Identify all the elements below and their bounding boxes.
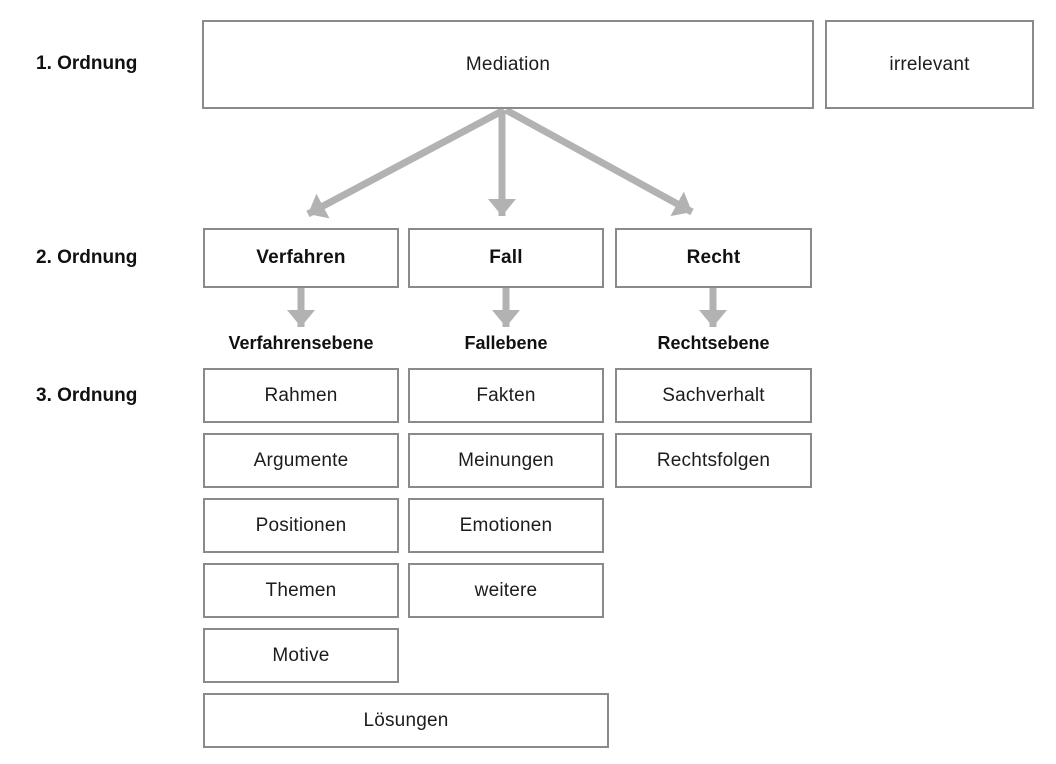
node-themen: Themen xyxy=(203,563,399,618)
row-label-2-ordnung: 2. Ordnung xyxy=(36,247,138,268)
label-fallebene: Fallebene xyxy=(464,332,548,353)
label-rechtsebene: Rechtsebene xyxy=(657,332,770,353)
node-rechtsfolgen: Rechtsfolgen xyxy=(615,433,812,488)
node-rahmen: Rahmen xyxy=(203,368,399,423)
arrow-mediation-to-verfahren-icon xyxy=(306,106,506,219)
node-recht: Recht xyxy=(615,228,812,288)
node-sachverhalt: Sachverhalt xyxy=(615,368,812,423)
node-positionen: Positionen xyxy=(203,498,399,553)
node-fakten: Fakten xyxy=(408,368,604,423)
node-mediation: Mediation xyxy=(202,20,814,109)
node-motive: Motive xyxy=(203,628,399,683)
arrow-mediation-to-recht-icon xyxy=(504,106,694,217)
row-label-1-ordnung: 1. Ordnung xyxy=(36,53,138,74)
label-verfahrensebene: Verfahrensebene xyxy=(228,332,374,353)
node-argumente: Argumente xyxy=(203,433,399,488)
node-irrelevant: irrelevant xyxy=(825,20,1034,109)
row-label-3-ordnung: 3. Ordnung xyxy=(36,385,138,406)
node-loesungen: Lösungen xyxy=(203,693,609,748)
node-weitere: weitere xyxy=(408,563,604,618)
node-fall: Fall xyxy=(408,228,604,288)
node-emotionen: Emotionen xyxy=(408,498,604,553)
node-verfahren: Verfahren xyxy=(203,228,399,288)
node-meinungen: Meinungen xyxy=(408,433,604,488)
